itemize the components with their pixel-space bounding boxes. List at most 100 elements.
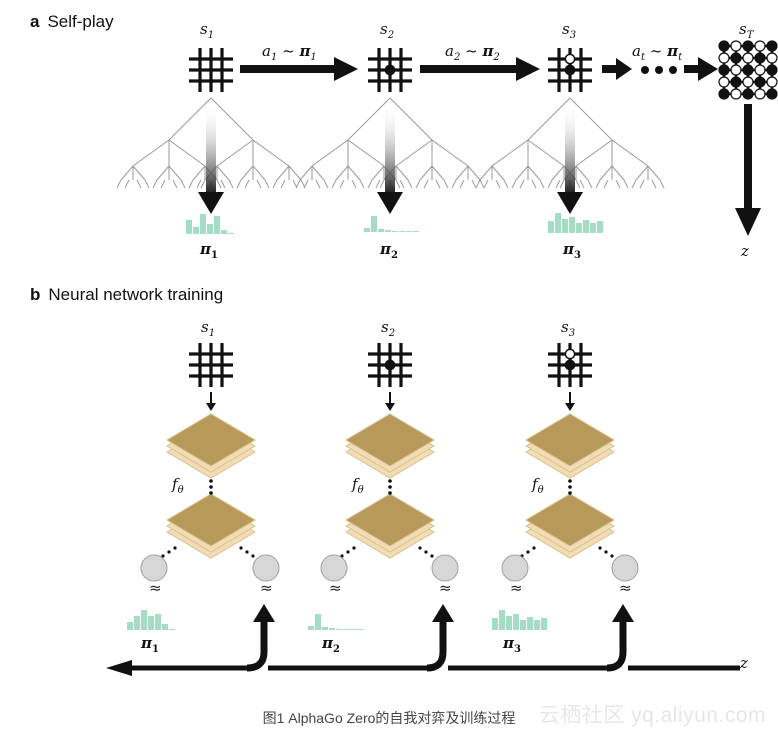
policy-hist-a1: [186, 214, 234, 234]
black-stone: [742, 88, 754, 100]
b-input-arrow-head: [206, 403, 216, 411]
policy-bar: [506, 616, 512, 630]
black-stone: [766, 40, 778, 52]
policy-bar: [186, 220, 192, 234]
watermark: 云栖社区 yq.aliyun.com: [538, 704, 766, 727]
action-arrow-1-head: [334, 57, 358, 81]
panel-a-title-text: Self-play: [47, 12, 114, 31]
state-label-sT: sT: [739, 20, 754, 41]
b-state-label-1: s1: [201, 318, 216, 339]
black-stone: [730, 52, 742, 64]
policy-bar: [583, 220, 589, 233]
board-s2: [368, 48, 412, 92]
b-board-3: [548, 343, 592, 387]
connector-dot: [388, 485, 392, 489]
white-stone: [766, 52, 778, 64]
black-stone: [718, 88, 730, 100]
board-s1: [189, 48, 233, 92]
policy-bar: [541, 618, 547, 630]
b-state-label-3: s3: [561, 318, 576, 339]
board-s3: [548, 48, 592, 92]
connector-dot: [568, 491, 572, 495]
white-stone: [742, 76, 754, 88]
black-stone: [718, 40, 730, 52]
policy-bar: [141, 610, 147, 630]
policy-bar: [155, 614, 161, 630]
b-state-label-2: s2: [381, 318, 396, 339]
action-label-1: a1 ~ π1: [262, 42, 317, 63]
b-f-label-2: fθ: [352, 475, 364, 496]
black-stone: [754, 76, 766, 88]
network-layer: [166, 493, 256, 547]
black-stone: [742, 64, 754, 76]
network-layer: [525, 413, 615, 467]
white-stone: [730, 88, 742, 100]
policy-bar: [221, 230, 227, 234]
network-stack-top-1: [166, 413, 256, 479]
black-stone: [742, 40, 754, 52]
policy-bar: [513, 614, 519, 630]
policy-bar: [562, 219, 568, 233]
network-layer: [525, 493, 615, 547]
connector-dot: [388, 479, 392, 483]
policy-bar: [548, 221, 554, 233]
policy-bar: [308, 626, 314, 630]
v-connector-dot: [418, 546, 422, 550]
p-approx-2: ≈: [329, 579, 342, 597]
policy-bar: [499, 610, 505, 630]
policy-bar: [127, 622, 133, 630]
connector-dot: [568, 485, 572, 489]
b-f-label-1: fθ: [172, 475, 184, 496]
black-stone: [754, 52, 766, 64]
network-stack-bottom-2: [345, 493, 435, 559]
connector-dot: [388, 491, 392, 495]
state-label-s1: s1: [200, 20, 215, 41]
policy-bar: [207, 224, 213, 234]
policy-bar: [406, 231, 412, 232]
policy-bar: [555, 213, 561, 233]
b-policy-label-1: π1: [141, 634, 159, 655]
white-stone: [754, 64, 766, 76]
action-label-2: a2 ~ π2: [445, 42, 500, 63]
policy-hist-a3: [548, 213, 603, 233]
p-connector-dot: [173, 546, 177, 550]
black-stone: [766, 64, 778, 76]
p-connector-dot: [532, 546, 536, 550]
connector-dot: [209, 491, 213, 495]
policy-bar: [200, 214, 206, 234]
policy-bar: [392, 231, 398, 232]
white-stone: [718, 76, 730, 88]
v-connector-dot: [610, 554, 614, 558]
white-stone: [754, 88, 766, 100]
b-input-arrow-head: [385, 403, 395, 411]
action-arrow-2-head: [516, 57, 540, 81]
policy-bar: [228, 233, 234, 234]
policy-bar: [350, 629, 356, 630]
white-stone: [742, 52, 754, 64]
policy-bar: [134, 616, 140, 630]
b-policy-label-3: π3: [503, 634, 521, 655]
b-board-1: [189, 343, 233, 387]
black-stone: [766, 88, 778, 100]
network-stack-top-3: [525, 413, 615, 479]
black-stone: [384, 359, 396, 371]
network-layer: [345, 493, 435, 547]
ellipsis-dot-1: [641, 66, 649, 74]
policy-bar: [371, 216, 377, 232]
search-arrow-head: [557, 192, 583, 214]
policy-bar: [378, 229, 384, 232]
p-connector-dot: [161, 554, 165, 558]
connector-dot: [209, 485, 213, 489]
ellipsis-dot-3: [669, 66, 677, 74]
policy-bar: [357, 629, 363, 630]
white-stone: [564, 53, 576, 65]
panel-b-title-text: Neural network training: [48, 285, 224, 304]
b-f-label-3: fθ: [532, 475, 544, 496]
p-node-3: [501, 554, 529, 582]
v-connector-dot: [239, 546, 243, 550]
network-stack-top-2: [345, 413, 435, 479]
outcome-arrow-a: [735, 104, 761, 236]
v-connector-dot: [424, 550, 428, 554]
